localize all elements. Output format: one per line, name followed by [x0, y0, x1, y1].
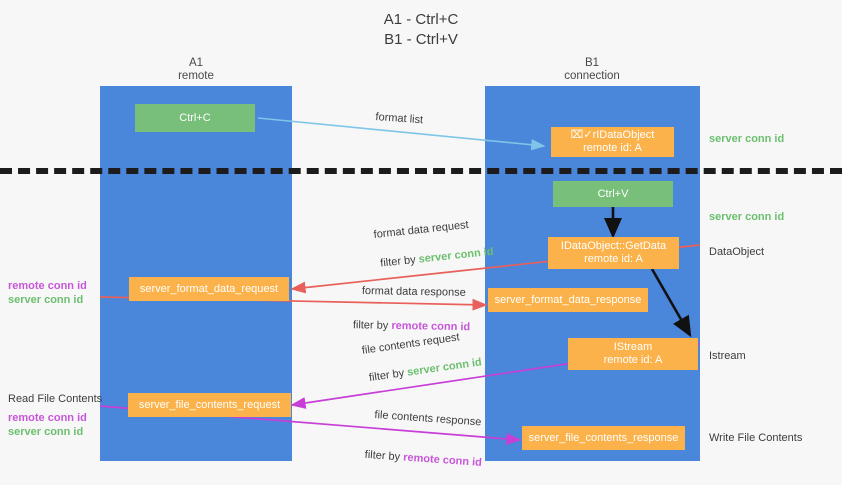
filter-prefix: filter by	[368, 366, 409, 385]
annotation-dataobject: DataObject	[709, 246, 765, 258]
arrow-label-format-data-response: format data response	[361, 284, 466, 299]
page-title: A1 - Ctrl+C B1 - Ctrl+V	[383, 11, 459, 48]
box-server-format-data-response-label: server_format_data_response	[494, 293, 642, 306]
lane-b1-header: B1 connection	[564, 57, 620, 82]
annotation-right-server-conn-id-2: server conn id	[709, 211, 785, 223]
box-server-format-data-response[interactable]: server_format_data_response	[488, 288, 648, 312]
box-ctrl-v-label: Ctrl+V	[597, 187, 629, 200]
filter-key-server-conn-id: server conn id	[406, 356, 483, 379]
filter-key-server-conn-id: server conn id	[418, 245, 495, 266]
annotation-istream: Istream	[709, 350, 746, 362]
arrow-label-file-contents-response-filter: filter by remote conn id	[351, 433, 483, 484]
box-getdata-title: IDataObject::GetData	[560, 240, 667, 252]
filter-prefix: filter by	[379, 253, 420, 270]
lane-a1-header: A1 remote	[178, 57, 214, 82]
arrow-label-format-list: format list	[375, 110, 424, 127]
filter-prefix: filter by	[364, 448, 404, 464]
box-idataobject[interactable]: ⌧✓rIDataObject remote id: A	[551, 127, 674, 157]
box-ctrl-c[interactable]: Ctrl+C	[135, 104, 255, 132]
box-istream-id: remote id: A	[603, 354, 663, 366]
box-server-format-data-request-label: server_format_data_request	[139, 282, 279, 295]
box-getdata[interactable]: IDataObject::GetData remote id: A	[548, 237, 679, 269]
box-idataobject-id: remote id: A	[583, 142, 642, 154]
annotation-read-file-contents: Read File Contents	[8, 393, 103, 405]
box-idataobject-title: ⌧✓rIDataObject	[570, 129, 655, 141]
box-ctrl-v[interactable]: Ctrl+V	[553, 181, 673, 207]
box-getdata-id: remote id: A	[584, 253, 643, 265]
filter-key-remote-conn-id: remote conn id	[402, 451, 483, 469]
box-server-format-data-request[interactable]: server_format_data_request	[129, 277, 289, 301]
box-server-file-contents-response[interactable]: server_file_contents_response	[522, 426, 685, 450]
box-istream[interactable]: IStream remote id: A	[568, 338, 698, 370]
filter-prefix: filter by	[352, 319, 392, 332]
phase-divider	[0, 168, 842, 174]
annotation-write-file-contents: Write File Contents	[709, 432, 803, 444]
annotation-left-server-conn-id: server conn id	[8, 294, 84, 306]
box-ctrl-c-label: Ctrl+C	[179, 111, 211, 124]
box-istream-title: IStream	[613, 341, 653, 353]
annotation-left-low-server-conn-id: server conn id	[8, 426, 84, 438]
box-server-file-contents-request-label: server_file_contents_request	[138, 398, 281, 411]
annotation-right-server-conn-id-1: server conn id	[709, 133, 785, 145]
annotation-left-low-remote-conn-id: remote conn id	[8, 412, 87, 424]
box-server-file-contents-request[interactable]: server_file_contents_request	[128, 393, 291, 417]
arrow-label-file-contents-response: file contents response	[374, 408, 482, 429]
box-server-file-contents-response-label: server_file_contents_response	[528, 431, 679, 444]
annotation-left-remote-conn-id: remote conn id	[8, 280, 87, 292]
